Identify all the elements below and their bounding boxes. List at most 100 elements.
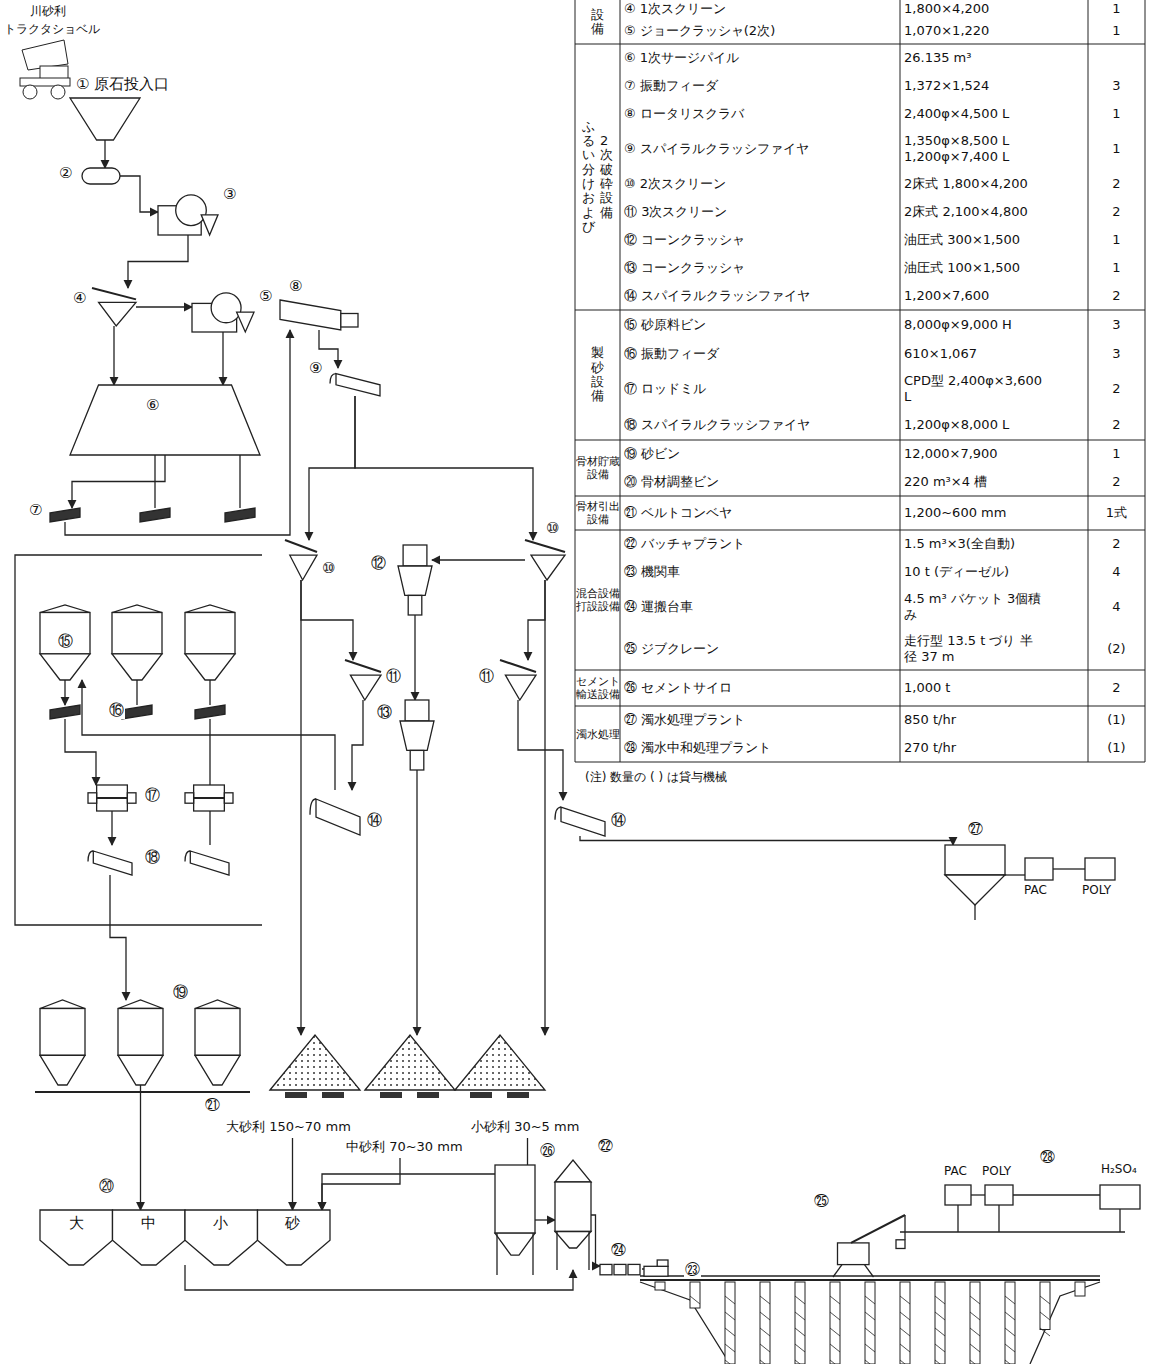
drawing-stroke xyxy=(40,654,90,680)
material-note: トラクタショベル xyxy=(4,22,100,36)
flow-line xyxy=(971,1194,985,1195)
symbol-outline xyxy=(525,540,565,580)
symbol-outline xyxy=(92,288,136,326)
table-cell: 1,200φ×8,000 L xyxy=(904,417,1044,433)
vibrating-feeder xyxy=(195,705,225,719)
table-cell: ⑤ ジョークラッシャ(2次) xyxy=(624,23,775,39)
table-cell: 濁水処理 xyxy=(576,728,620,741)
table-cell: ㉗ 濁水処理プラント xyxy=(624,712,745,728)
table-cell: 油圧式 100×1,500 xyxy=(904,260,1044,276)
vibrating-feeder: ⑯ xyxy=(50,705,80,719)
drawing-stroke xyxy=(176,195,207,226)
table-cell: 3 xyxy=(1088,346,1145,362)
chemical-label: POLY xyxy=(1081,884,1112,898)
table-cell: ⑬ コーンクラッシャ xyxy=(624,260,745,276)
pipe-line xyxy=(795,1360,805,1364)
stockpile-label: 小砂利 30~5 mm xyxy=(470,1120,580,1135)
table-rule xyxy=(575,0,576,762)
symbol-outline xyxy=(815,1215,905,1277)
symbol-outline xyxy=(600,1262,642,1278)
drawing-stroke xyxy=(398,566,432,595)
callout-number: ⑳ xyxy=(98,1178,115,1195)
symbol-outline xyxy=(82,168,120,184)
drawing-stroke xyxy=(280,300,341,330)
bin-label: 砂 xyxy=(285,1215,300,1232)
trestle-pier xyxy=(760,1282,770,1364)
pipe-line xyxy=(830,1296,840,1304)
flow-line xyxy=(136,306,192,307)
symbol-outline xyxy=(1025,858,1053,880)
drawing-stroke xyxy=(225,508,255,522)
flow-line xyxy=(110,875,126,1000)
callout-number: ⑭ xyxy=(366,812,383,829)
symbol-outline xyxy=(555,800,605,836)
stockpile: 中砂利 70~30 mm xyxy=(345,1035,455,1158)
symbol-outline xyxy=(365,1035,455,1090)
flow-line xyxy=(322,1158,400,1210)
symbol-outline xyxy=(345,660,381,700)
trestle-pier xyxy=(795,1282,805,1364)
table-cell: 1,000 t xyxy=(904,680,1044,696)
drawing-stroke xyxy=(99,302,136,326)
table-cell: 2 xyxy=(1088,204,1145,220)
table-cell: (1) xyxy=(1088,712,1145,728)
stockpile-label: 大砂利 150~70 mm xyxy=(225,1120,352,1135)
pipe-line xyxy=(725,1296,735,1304)
table-cell: 2次破砕設備 xyxy=(600,134,613,220)
table-cell: ⑫ コーンクラッシャ xyxy=(624,232,745,248)
table-cell: 走行型 13.5 t づり 半径 37 m xyxy=(904,633,1044,664)
bin-label: 小 xyxy=(213,1215,228,1232)
drawing-stroke xyxy=(851,1215,905,1243)
callout-number: ⑤ xyxy=(258,288,273,305)
drawing-stroke xyxy=(112,605,162,613)
table-cell: ⑥ 1次サージパイル xyxy=(624,50,739,66)
table-cell: ⑭ スパイラルクラッシファイヤ xyxy=(624,288,810,304)
flow-line xyxy=(301,580,353,660)
symbol-outline xyxy=(945,1185,971,1205)
rod-mill: ⑰ xyxy=(88,785,136,811)
callout-number: ⑭ xyxy=(610,812,627,829)
drawing-stroke xyxy=(70,385,260,455)
drawing-stroke xyxy=(20,78,70,86)
symbol-outline xyxy=(398,545,432,615)
chemical-tank: PAC xyxy=(1025,858,1053,880)
flow-line xyxy=(120,176,158,212)
drawing-stroke xyxy=(211,293,241,323)
flow-line xyxy=(591,1215,600,1266)
spiral-classifier: ⑨ xyxy=(330,368,380,396)
table-cell: ㉔ 運搬台車 xyxy=(624,599,693,615)
drawing-stroke xyxy=(561,807,605,836)
pipe-line xyxy=(760,1360,770,1364)
stockpile: 大砂利 150~70 mm xyxy=(225,1035,360,1138)
drawing-stroke xyxy=(82,168,120,184)
pipe-line xyxy=(640,1275,1100,1276)
callout-number: ⑰ xyxy=(144,787,161,804)
trestle-pier xyxy=(655,1282,665,1290)
drawing-stroke xyxy=(92,288,136,299)
surge-pile: ⑥ xyxy=(70,385,260,455)
storage-bin: ⑮ xyxy=(40,605,90,680)
table-cell: 2 xyxy=(1088,680,1145,696)
drawing-stroke xyxy=(330,374,336,384)
pipe-line xyxy=(760,1296,770,1304)
symbol-outline xyxy=(330,368,380,396)
drawing-stroke xyxy=(118,1009,163,1056)
flow-line xyxy=(518,700,563,800)
flow-line xyxy=(185,1265,573,1290)
flow-line xyxy=(113,326,114,385)
stockpile: 小砂利 30~5 mm xyxy=(455,1035,600,1138)
table-cell: 2 xyxy=(1088,417,1145,433)
symbol-outline xyxy=(285,540,317,580)
table-cell: 油圧式 300×1,500 xyxy=(904,232,1044,248)
drawing-stroke xyxy=(555,807,561,820)
trestle-pier xyxy=(970,1282,980,1364)
intake-hopper: ① 原石投入口 xyxy=(70,98,140,140)
drawing-stroke xyxy=(555,1232,591,1249)
bin-compartment: 大 xyxy=(44,1212,108,1236)
pipe-line xyxy=(935,1296,945,1304)
table-rule xyxy=(575,309,1145,310)
drawing-stroke xyxy=(185,1210,258,1265)
trestle-pier xyxy=(865,1282,875,1364)
drawing-stroke xyxy=(40,1210,113,1265)
jib-crane: ㉕ xyxy=(815,1215,905,1277)
